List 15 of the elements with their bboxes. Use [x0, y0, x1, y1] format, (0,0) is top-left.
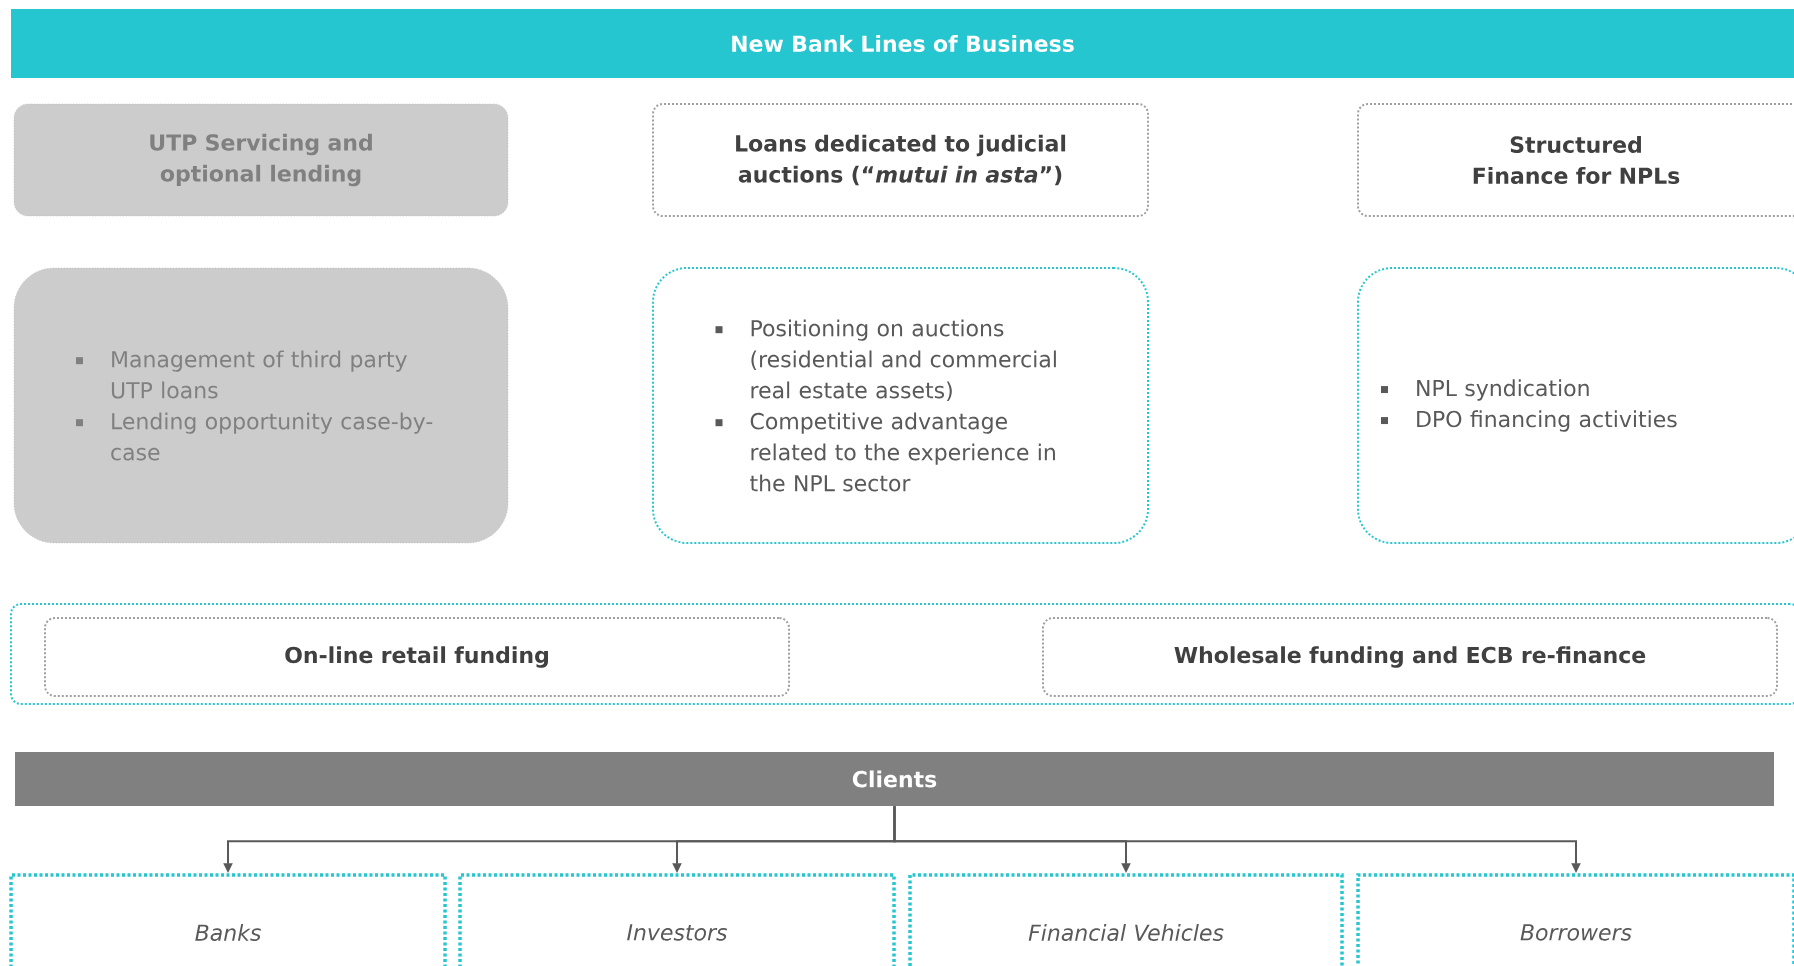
- client-box: Financial Vehicles: [908, 873, 1344, 966]
- header-bar: New Bank Lines of Business: [11, 9, 1794, 78]
- heading-box: Loans dedicated to judicial auctions (“mutui in asta”): [652, 103, 1149, 217]
- client-box: Investors: [458, 873, 896, 966]
- funding-box: Wholesale funding and ECB re-finance: [1042, 617, 1778, 697]
- bullet-list-box: Management of third party UTP loans Lending opportunity case-by-case: [13, 267, 509, 544]
- funding-box: On-line retail funding: [44, 617, 790, 697]
- bullet-list-box: NPL syndication DPO financing activities: [1357, 267, 1794, 544]
- client-box: Borrowers: [1356, 873, 1794, 966]
- heading-box: UTP Servicing and optional lending: [13, 103, 509, 217]
- client-box: Banks: [9, 873, 447, 966]
- group-frame: [10, 603, 1794, 705]
- header-bar: Clients: [15, 752, 1774, 806]
- heading-box: Structured Finance for NPLs: [1357, 103, 1794, 217]
- bullet-list-box: Positioning on auctions (residential and commercial real estate assets) Competitive advantage related to the experience in the NPL sector: [652, 267, 1149, 544]
